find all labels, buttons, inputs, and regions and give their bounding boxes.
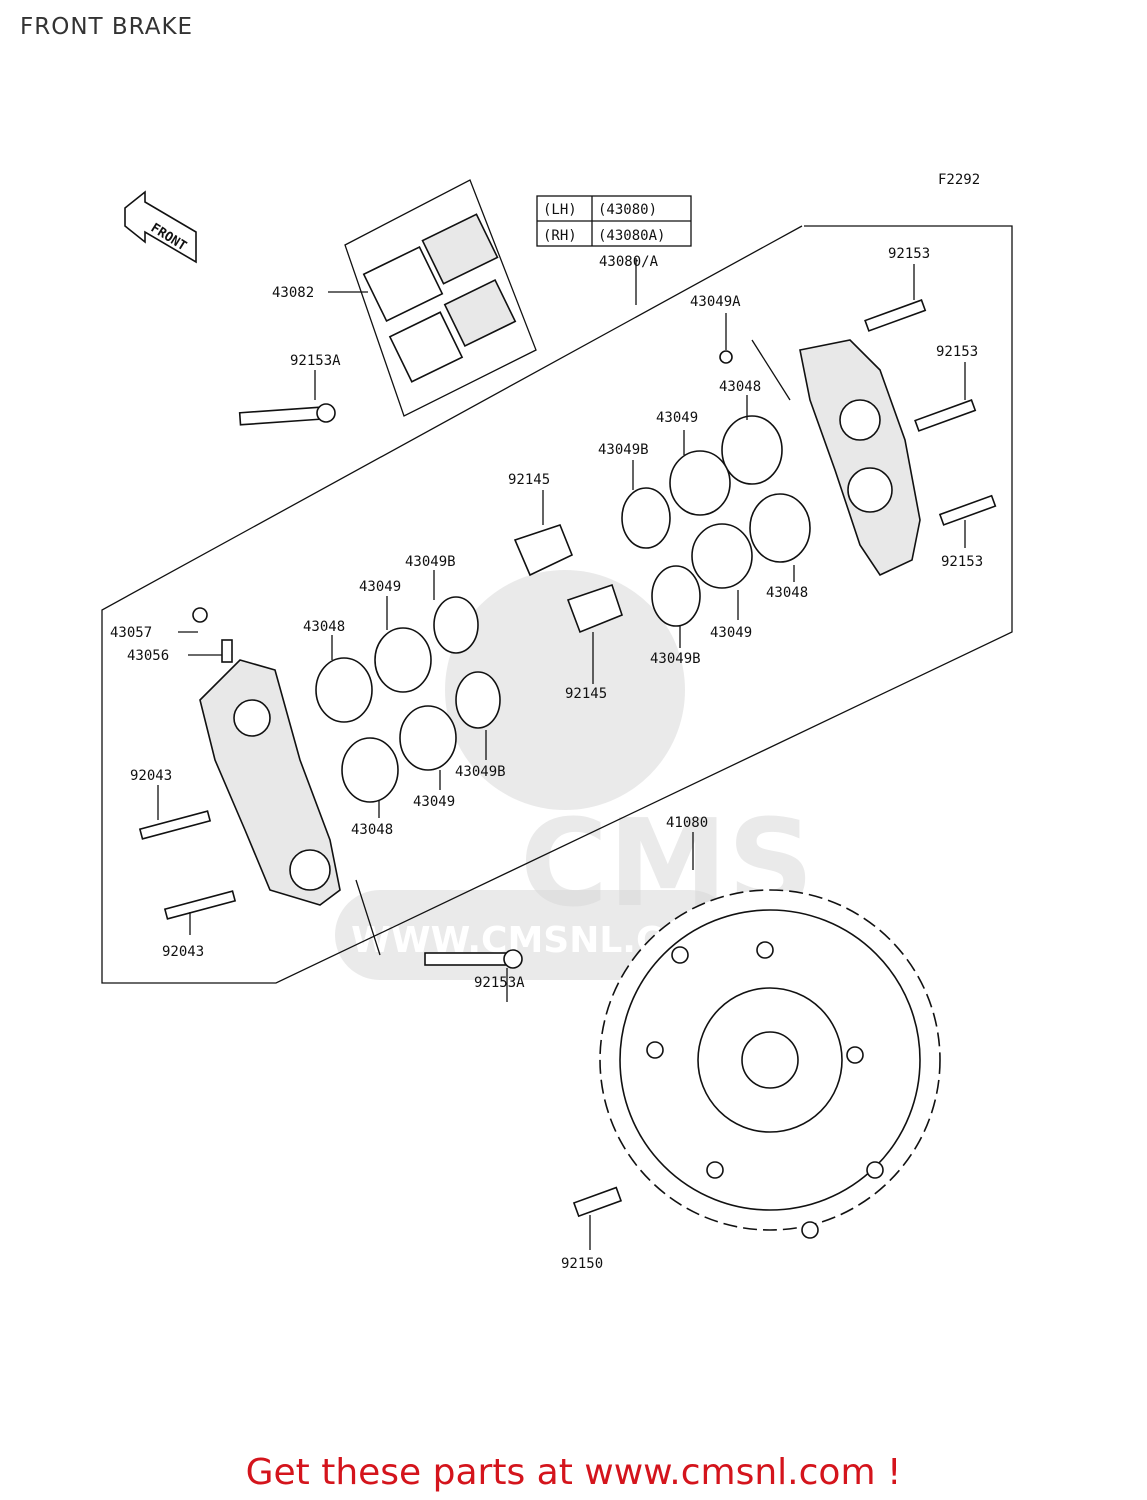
leader-lines <box>157 264 966 1250</box>
table-side-lh: (LH) <box>543 202 577 218</box>
variant-table: (LH) (43080) (RH) (43080A) <box>536 195 692 247</box>
label-92153a-top: 92153A <box>290 353 341 369</box>
caliper-left <box>199 659 341 906</box>
pistons-seals-left <box>315 596 501 803</box>
label-92153-top: 92153 <box>888 246 930 262</box>
brake-disc <box>599 889 941 1239</box>
label-41080: 41080 <box>666 815 708 831</box>
label-92153-mid: 92153 <box>936 344 978 360</box>
brake-pads <box>344 179 537 417</box>
label-43049b-l1: 43049B <box>405 554 456 570</box>
label-92145-bottom: 92145 <box>565 686 607 702</box>
label-43049-l1: 43049 <box>359 579 401 595</box>
page-title: FRONT BRAKE <box>20 14 194 40</box>
label-92043-top: 92043 <box>130 768 172 784</box>
label-43048-r1: 43048 <box>719 379 761 395</box>
label-43048-l2: 43048 <box>351 822 393 838</box>
label-43049-l2: 43049 <box>413 794 455 810</box>
assembly-outline <box>101 225 1013 984</box>
label-92145-top: 92145 <box>508 472 550 488</box>
label-43049b-r2: 43049B <box>650 651 701 667</box>
label-43048-l1: 43048 <box>303 619 345 635</box>
pad-springs <box>513 524 623 634</box>
label-43082: 43082 <box>272 285 314 301</box>
front-arrow-icon: FRONT <box>124 190 197 264</box>
caliper-right <box>799 339 921 577</box>
part-labels: 43082 43080/A 43049A 92153 92153 92153 9… <box>110 246 983 1272</box>
label-43049-r1: 43049 <box>656 410 698 426</box>
label-92043-bottom: 92043 <box>162 944 204 960</box>
footer-link[interactable]: Get these parts at www.cmsnl.com ! <box>245 1452 902 1493</box>
table-part-lh: (43080) <box>598 202 657 218</box>
label-43049a: 43049A <box>690 294 741 310</box>
figure-code: F2292 <box>938 172 980 188</box>
bolts <box>138 299 997 1218</box>
label-43080a: 43080/A <box>599 254 659 270</box>
label-43057: 43057 <box>110 625 152 641</box>
label-43056: 43056 <box>127 648 169 664</box>
label-43048-r2: 43048 <box>766 585 808 601</box>
label-92153a-bottom: 92153A <box>474 975 525 991</box>
table-side-rh: (RH) <box>543 228 577 244</box>
table-part-rh: (43080A) <box>598 228 665 244</box>
label-43049b-r1: 43049B <box>598 442 649 458</box>
label-92150: 92150 <box>561 1256 603 1272</box>
label-43049-r2: 43049 <box>710 625 752 641</box>
pistons-seals-right <box>621 415 811 627</box>
cap-43049a <box>719 350 733 364</box>
bleeder-valve <box>221 639 233 663</box>
label-92153-low: 92153 <box>941 554 983 570</box>
bleeder-cap <box>192 607 208 623</box>
label-43049b-l2: 43049B <box>455 764 506 780</box>
